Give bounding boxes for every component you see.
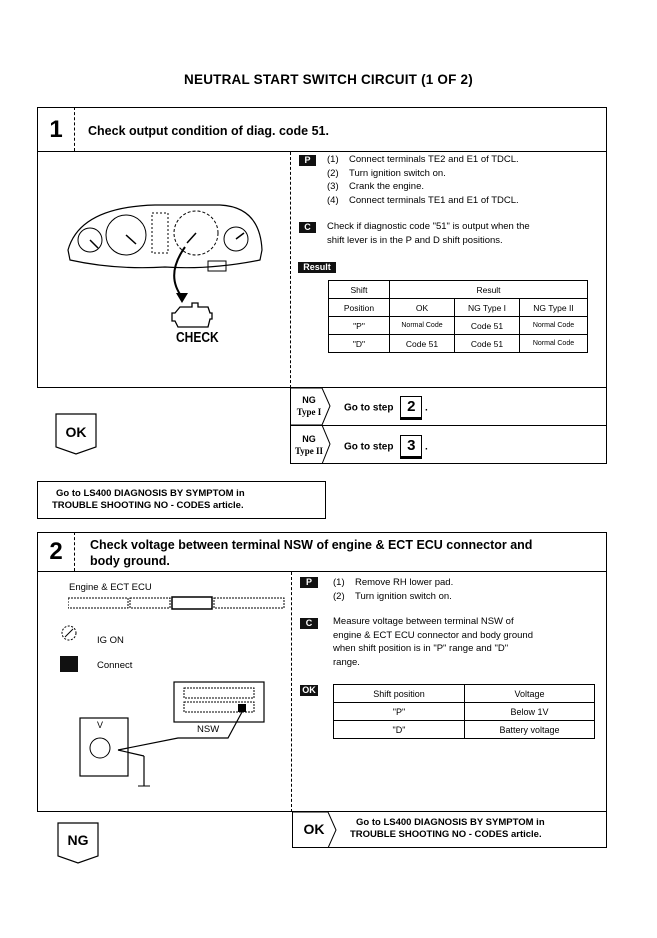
prep-item: (1)Connect terminals TE2 and E1 of TDCL. (327, 154, 519, 165)
th-shift: Shift (328, 280, 390, 299)
tag-result: Result (298, 262, 336, 273)
step2-num-divider (74, 532, 75, 571)
ignition-key-icon (61, 625, 77, 641)
ok-label: OK (65, 424, 87, 440)
step1-col-divider (290, 152, 291, 388)
step1-number: 1 (49, 116, 63, 143)
th-result: Result (389, 280, 588, 299)
ng-type2-label: NG Type II (294, 434, 324, 456)
step2-heading: Check voltage between terminal NSW of en… (90, 538, 533, 568)
nsw-label: NSW (197, 724, 220, 735)
tag-p-2: P (300, 577, 318, 588)
step2-header-line (37, 571, 607, 572)
ng-rows-frame (290, 388, 607, 464)
connect-label: Connect (97, 660, 133, 671)
th-ok: OK (389, 298, 455, 317)
th-ng2: NG Type II (519, 298, 588, 317)
instrument-cluster-illustration (67, 204, 263, 328)
prep-item: (2)Turn ignition switch on. (327, 167, 446, 179)
ng-type1-label: NG Type I (296, 395, 322, 417)
step-ref-2[interactable]: 2 (400, 396, 423, 420)
step2-prep-list: (1)Remove RH lower pad. (2)Turn ignition… (333, 576, 598, 603)
page-title: NEUTRAL START SWITCH CIRCUIT (1 OF 2) (184, 72, 473, 87)
voltmeter-wiring-illustration (79, 681, 265, 787)
step2-voltage-table: Shift position Voltage "P" Below 1V "D" … (333, 684, 595, 739)
table-row: "D" Code 51 Code 51 Normal Code (328, 334, 588, 353)
step1-num-divider (74, 107, 75, 151)
tag-p: P (299, 155, 316, 166)
prep-item: (2)Turn ignition switch on. (333, 590, 452, 602)
ig-on-label: IG ON (97, 635, 124, 646)
tag-ok-2: OK (300, 685, 318, 696)
step-ref-3[interactable]: 3 (400, 435, 423, 459)
step2-number: 2 (49, 538, 63, 565)
ok-label-2: OK (303, 821, 325, 837)
prep-item: (3)Crank the engine. (327, 181, 424, 192)
tag-c-2: C (300, 618, 318, 629)
ng-arrow-shapes (290, 388, 331, 464)
ok-arrow-shape (292, 812, 337, 848)
step1-header-line (37, 151, 607, 152)
step2-measure-text: Measure voltage between terminal NSW of … (333, 616, 533, 668)
ng-badge-shape (57, 822, 99, 864)
connector-icon (60, 656, 78, 672)
th-ng1: NG Type I (454, 298, 520, 317)
step1-check-text: Check if diagnostic code "51" is output … (327, 221, 530, 246)
ok-badge-shape (55, 413, 97, 455)
symptom-note-box: Go to LS400 DIAGNOSIS BY SYMPTOM in TROU… (37, 481, 326, 519)
ng-row-divider (290, 425, 607, 426)
ng-type2-goto: Go to step 3 . (344, 435, 428, 459)
ng-label: NG (67, 832, 89, 848)
step1-heading: Check output condition of diag. code 51. (88, 124, 329, 138)
ecu-label: Engine & ECT ECU (69, 582, 152, 593)
tag-c: C (299, 222, 316, 233)
th-voltage: Voltage (464, 684, 595, 703)
voltmeter-v-label: V (97, 720, 104, 730)
step2-ok-frame (292, 812, 607, 848)
ecu-connector-illustration (68, 596, 285, 610)
ng-type1-goto: Go to step 2 . (344, 396, 428, 420)
table-row: "P" Normal Code Code 51 Normal Code (328, 316, 588, 335)
check-label: CHECK (176, 328, 219, 346)
prep-item: (4)Connect terminals TE1 and E1 of TDCL. (327, 194, 519, 206)
prep-item: (1)Remove RH lower pad. (333, 577, 454, 588)
table-row: "D" Battery voltage (333, 720, 595, 739)
step2-ok-note: Go to LS400 DIAGNOSIS BY SYMPTOM in TROU… (350, 817, 545, 840)
th-position: Position (328, 298, 390, 317)
table-row: "P" Below 1V (333, 702, 595, 721)
step1-prep-list: (1)Connect terminals TE2 and E1 of TDCL.… (327, 153, 602, 207)
th-shift-position: Shift position (333, 684, 465, 703)
step2-col-divider (291, 572, 292, 812)
step1-result-table: Shift Result Position OK NG Type I NG Ty… (328, 280, 588, 353)
